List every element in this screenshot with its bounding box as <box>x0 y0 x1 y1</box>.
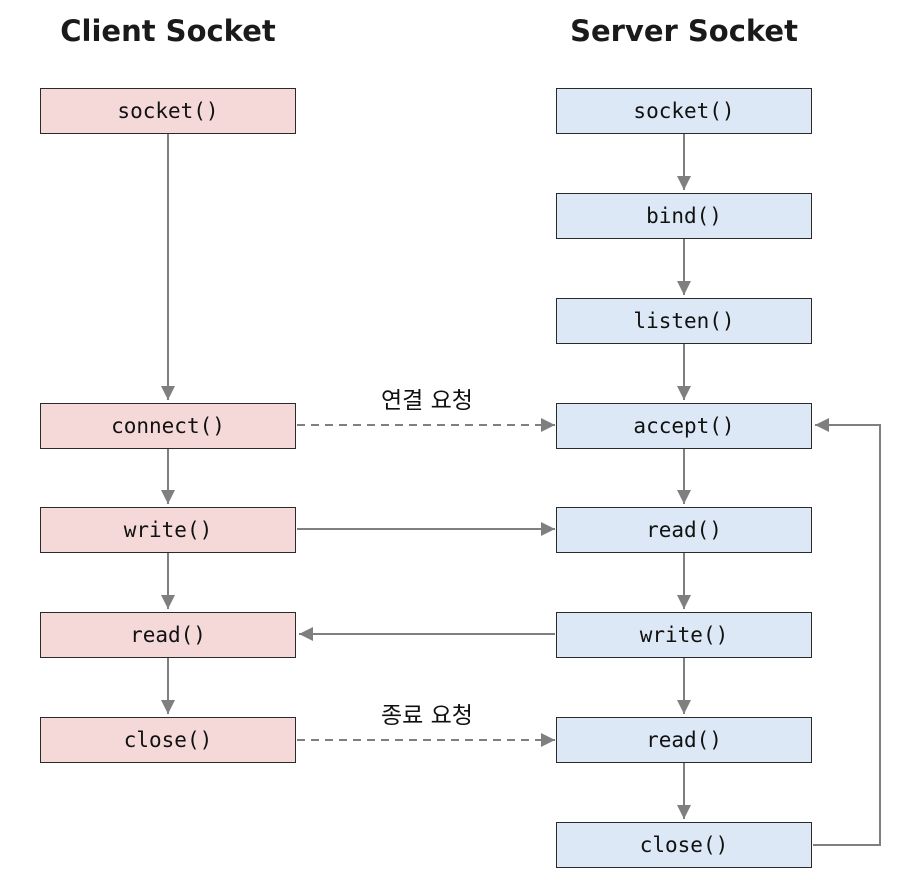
server-read-second-box: read() <box>556 717 812 763</box>
server-column-title: Server Socket <box>570 14 798 48</box>
client-write-box: write() <box>40 507 296 553</box>
server-close-box: close() <box>556 822 812 868</box>
server-socket-box: socket() <box>556 88 812 134</box>
server-read-box: read() <box>556 507 812 553</box>
server-bind-box: bind() <box>556 193 812 239</box>
client-close-box: close() <box>40 717 296 763</box>
edge-loop-close-to-accept <box>813 418 881 846</box>
client-connect-box: connect() <box>40 403 296 449</box>
connect-request-label: 연결 요청 <box>381 388 473 414</box>
client-column-title: Client Socket <box>60 14 276 48</box>
server-write-box: write() <box>556 612 812 658</box>
client-socket-box: socket() <box>40 88 296 134</box>
server-listen-box: listen() <box>556 298 812 344</box>
server-accept-box: accept() <box>556 403 812 449</box>
client-read-box: read() <box>40 612 296 658</box>
close-request-label: 종료 요청 <box>381 703 473 729</box>
